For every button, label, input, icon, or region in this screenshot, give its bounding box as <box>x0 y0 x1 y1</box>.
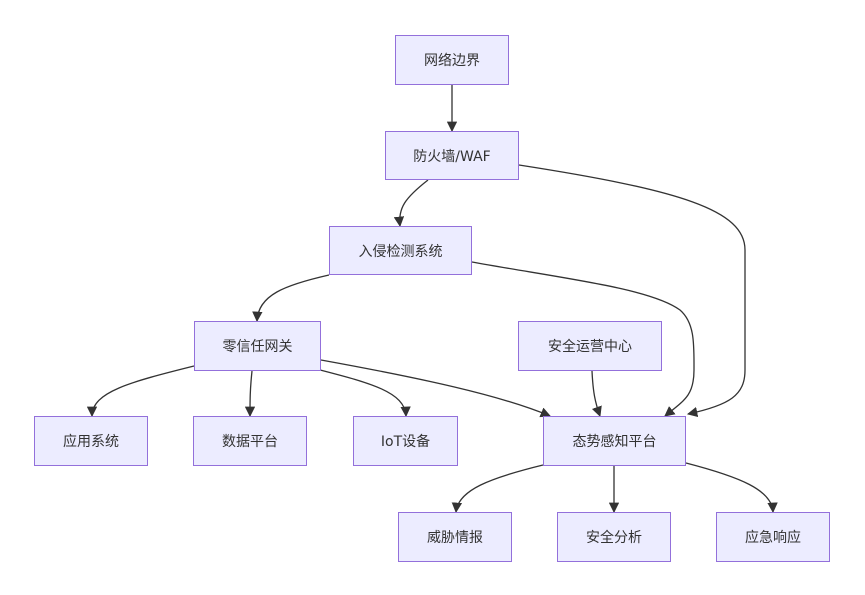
edge-situation-threat <box>451 464 544 514</box>
edge-zerotrust-iot <box>319 369 411 418</box>
node-situational-awareness: 态势感知平台 <box>543 416 686 466</box>
edge-firewall-ids <box>393 179 429 228</box>
node-security-operations-center: 安全运营中心 <box>518 321 662 371</box>
edge-ids-zerotrust <box>252 274 330 323</box>
edge-ids-situation <box>471 261 695 417</box>
edge-soc-situation <box>591 370 602 417</box>
node-firewall-waf: 防火墙/WAF <box>385 131 519 180</box>
edge-zerotrust-data <box>244 370 256 418</box>
edge-zerotrust-app <box>86 365 195 418</box>
node-zero-trust-gateway: 零信任网关 <box>194 321 321 371</box>
node-application-system: 应用系统 <box>34 416 148 466</box>
node-network-boundary: 网络边界 <box>395 35 509 85</box>
node-security-analysis: 安全分析 <box>557 512 671 562</box>
edge-situation-response <box>685 462 778 514</box>
node-intrusion-detection: 入侵检测系统 <box>329 226 472 275</box>
edge-zerotrust-situation <box>320 359 551 418</box>
edge-firewall-situation <box>518 164 746 418</box>
node-iot-devices: IoT设备 <box>353 416 458 466</box>
node-threat-intelligence: 威胁情报 <box>398 512 512 562</box>
node-data-platform: 数据平台 <box>193 416 307 466</box>
node-emergency-response: 应急响应 <box>716 512 830 562</box>
